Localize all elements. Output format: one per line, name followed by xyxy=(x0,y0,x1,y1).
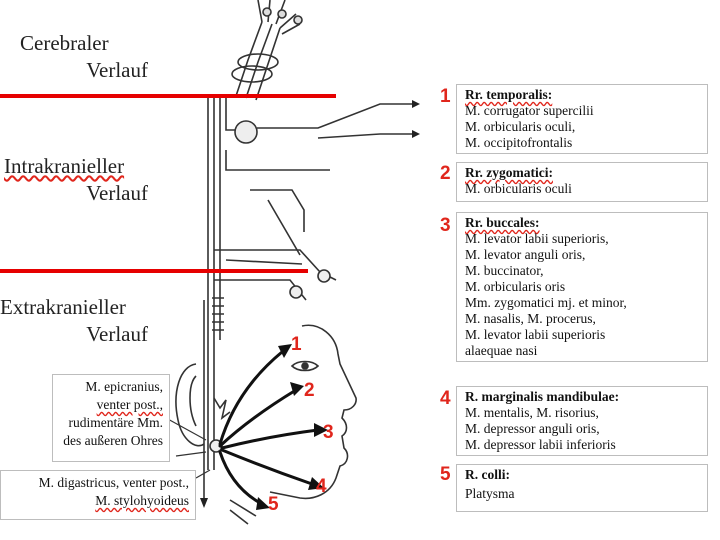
arrowhead-zygomatic xyxy=(290,382,304,396)
arrowhead-temporal xyxy=(278,344,292,358)
ear-muscle-line: des außeren Ohres xyxy=(63,433,163,448)
branch-title: R. colli: xyxy=(465,467,510,482)
pointer-line xyxy=(165,417,207,441)
face-number-1: 1 xyxy=(291,334,302,355)
pointer-line xyxy=(195,469,211,479)
face-number-4: 4 xyxy=(316,476,327,497)
arrow-temporal xyxy=(218,350,284,446)
geniculate-ganglion xyxy=(234,120,258,144)
ear-muscle-line: venter post., xyxy=(96,397,163,412)
region-line: Verlauf xyxy=(86,322,148,346)
branch-muscle: M. orbicularis oculi xyxy=(465,181,572,196)
nerve-root xyxy=(235,21,281,101)
face-number-3: 3 xyxy=(323,422,334,443)
arrow-cervical xyxy=(218,450,264,506)
branch-muscle: Platysma xyxy=(465,486,515,501)
neck-muscles-box: M. digastricus, venter post., M. stylohy… xyxy=(0,470,196,520)
arrow-buccal xyxy=(220,428,320,450)
branch-number-2: 2 xyxy=(440,163,451,184)
branch-muscle: M. levator anguli oris, xyxy=(465,247,586,262)
region-label-extracranial: Extrakranieller Verlauf xyxy=(0,294,148,348)
branch-muscle: M. corrugator supercilii xyxy=(465,103,594,118)
branch-number-3: 3 xyxy=(440,215,451,236)
face-number-5: 5 xyxy=(268,494,279,515)
petrosal-branch xyxy=(257,103,414,139)
ear-muscle-line: rudimentäre Mm. xyxy=(68,415,163,430)
neck-muscle-line: M. digastricus, venter post., xyxy=(38,475,189,490)
root-ring xyxy=(237,53,279,71)
face-profile xyxy=(269,324,357,500)
branch-muscle: M. depressor anguli oris, xyxy=(465,421,600,436)
region-label-intracranial: Intrakranieller Verlauf xyxy=(4,153,148,207)
branch-number-4: 4 xyxy=(440,388,451,409)
branch-box-marginal-mandibular: R. marginalis mandibulae: M. mentalis, M… xyxy=(456,386,708,456)
arrowhead-mandibular xyxy=(308,477,324,490)
nucleus-node xyxy=(262,7,272,17)
arrow-head xyxy=(412,100,420,108)
branch-muscle: M. occipitofrontalis xyxy=(465,135,573,150)
nucleus-node xyxy=(293,15,303,25)
neck-muscle-line: M. stylohyoideus xyxy=(95,493,189,508)
face-ear xyxy=(175,363,205,447)
branch-box-zygomatic: Rr. zygomatici: M. orbicularis oculi xyxy=(456,162,708,202)
ear-muscle-line: M. epicranius, xyxy=(85,379,163,394)
arrowhead-cervical xyxy=(256,497,270,510)
branch-muscle: M. nasalis, M. procerus, xyxy=(465,311,596,326)
root-ring xyxy=(231,65,273,83)
ear-detail xyxy=(213,397,231,420)
branch-muscle: alaequae nasi xyxy=(465,343,538,358)
region-line: Extrakranieller xyxy=(0,295,126,319)
face-pupil xyxy=(301,362,309,370)
facial-nerve-trunk xyxy=(207,96,221,470)
branch-title: Rr. buccales: xyxy=(465,215,540,230)
branch-box-cervical: R. colli: Platysma xyxy=(456,464,708,512)
branch-muscle: M. orbicularis oculi, xyxy=(465,119,576,134)
region-line: Verlauf xyxy=(86,181,148,205)
region-line: Intrakranieller xyxy=(4,154,125,178)
arrowhead-buccal xyxy=(314,423,328,437)
face-number-2: 2 xyxy=(304,380,315,401)
face-eye xyxy=(290,360,320,372)
branch-muscle: M. levator labii superioris, xyxy=(465,231,609,246)
ear-muscles-box: M. epicranius, venter post., rudimentäre… xyxy=(52,374,170,462)
branch-muscle: M. levator labii superioris xyxy=(465,327,606,342)
arrow-head xyxy=(412,130,420,138)
descending-arrow-head xyxy=(200,498,208,508)
region-line: Verlauf xyxy=(86,58,148,82)
branch-title: R. marginalis mandibulae: xyxy=(465,389,620,404)
region-label-cerebral: Cerebraler Verlauf xyxy=(20,30,148,84)
branch-number-1: 1 xyxy=(440,86,451,107)
pointer-line xyxy=(175,451,207,457)
branch-muscle: M. orbicularis oris xyxy=(465,279,566,294)
branch-title: Rr. zygomatici: xyxy=(465,165,553,180)
neck-outline xyxy=(229,499,257,525)
branch-box-buccal: Rr. buccales: M. levator labii superiori… xyxy=(456,212,708,362)
branch-node xyxy=(317,269,331,283)
arrow-mandibular xyxy=(220,448,314,486)
branch-number-5: 5 xyxy=(440,464,451,485)
branch-muscle: M. depressor labii inferioris xyxy=(465,437,616,452)
region-line: Cerebraler xyxy=(20,31,109,55)
arrow-zygomatic xyxy=(218,388,298,448)
intracranial-branch xyxy=(250,189,305,256)
branch-muscle: M. buccinator, xyxy=(465,263,544,278)
nerve-dashes xyxy=(212,297,224,331)
branch-muscle: M. mentalis, M. risorius, xyxy=(465,405,599,420)
branch-box-temporal: Rr. temporalis: M. corrugator supercilii… xyxy=(456,84,708,154)
branch-node xyxy=(289,285,303,299)
facial-nerve-trunk xyxy=(225,96,236,131)
branch-title: Rr. temporalis: xyxy=(465,87,553,102)
branch-muscle: Mm. zygomatici mj. et minor, xyxy=(465,295,627,310)
nucleus-node xyxy=(277,9,287,19)
intracranial-branch xyxy=(225,150,330,171)
